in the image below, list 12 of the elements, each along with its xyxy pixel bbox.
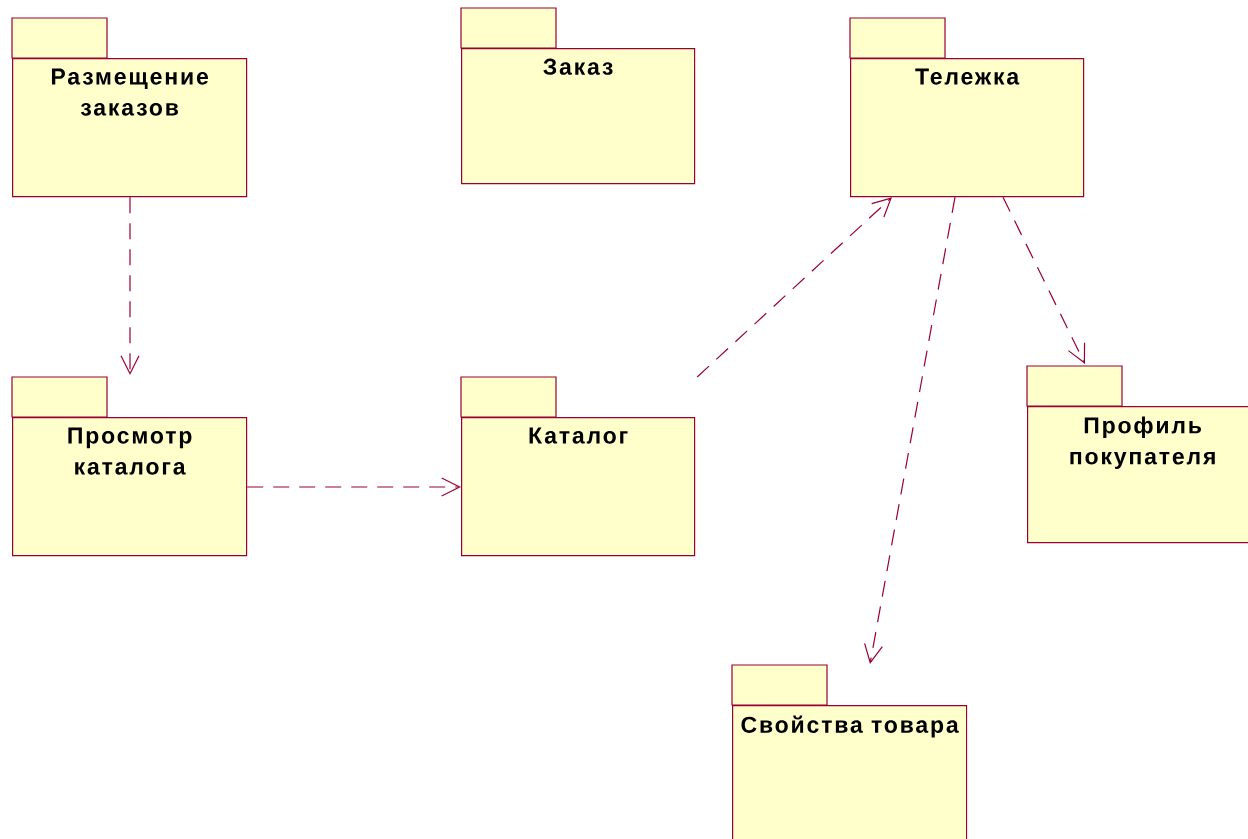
package-box: Заказ [460,7,696,185]
package-box: Просмотр каталога [11,376,248,557]
package-box: Каталог [460,376,696,557]
package-box: Размещение заказов [11,17,248,198]
dependency-arrow [696,197,892,378]
package-box: Свойства товара [731,664,968,839]
package-box: Тележка [849,17,1085,198]
dependency-arrow [864,196,956,664]
package-box: Профиль покупателя [1026,365,1248,544]
dependency-arrow [246,477,461,497]
dependency-arrow [1002,196,1086,364]
dependency-arrow [120,196,140,375]
